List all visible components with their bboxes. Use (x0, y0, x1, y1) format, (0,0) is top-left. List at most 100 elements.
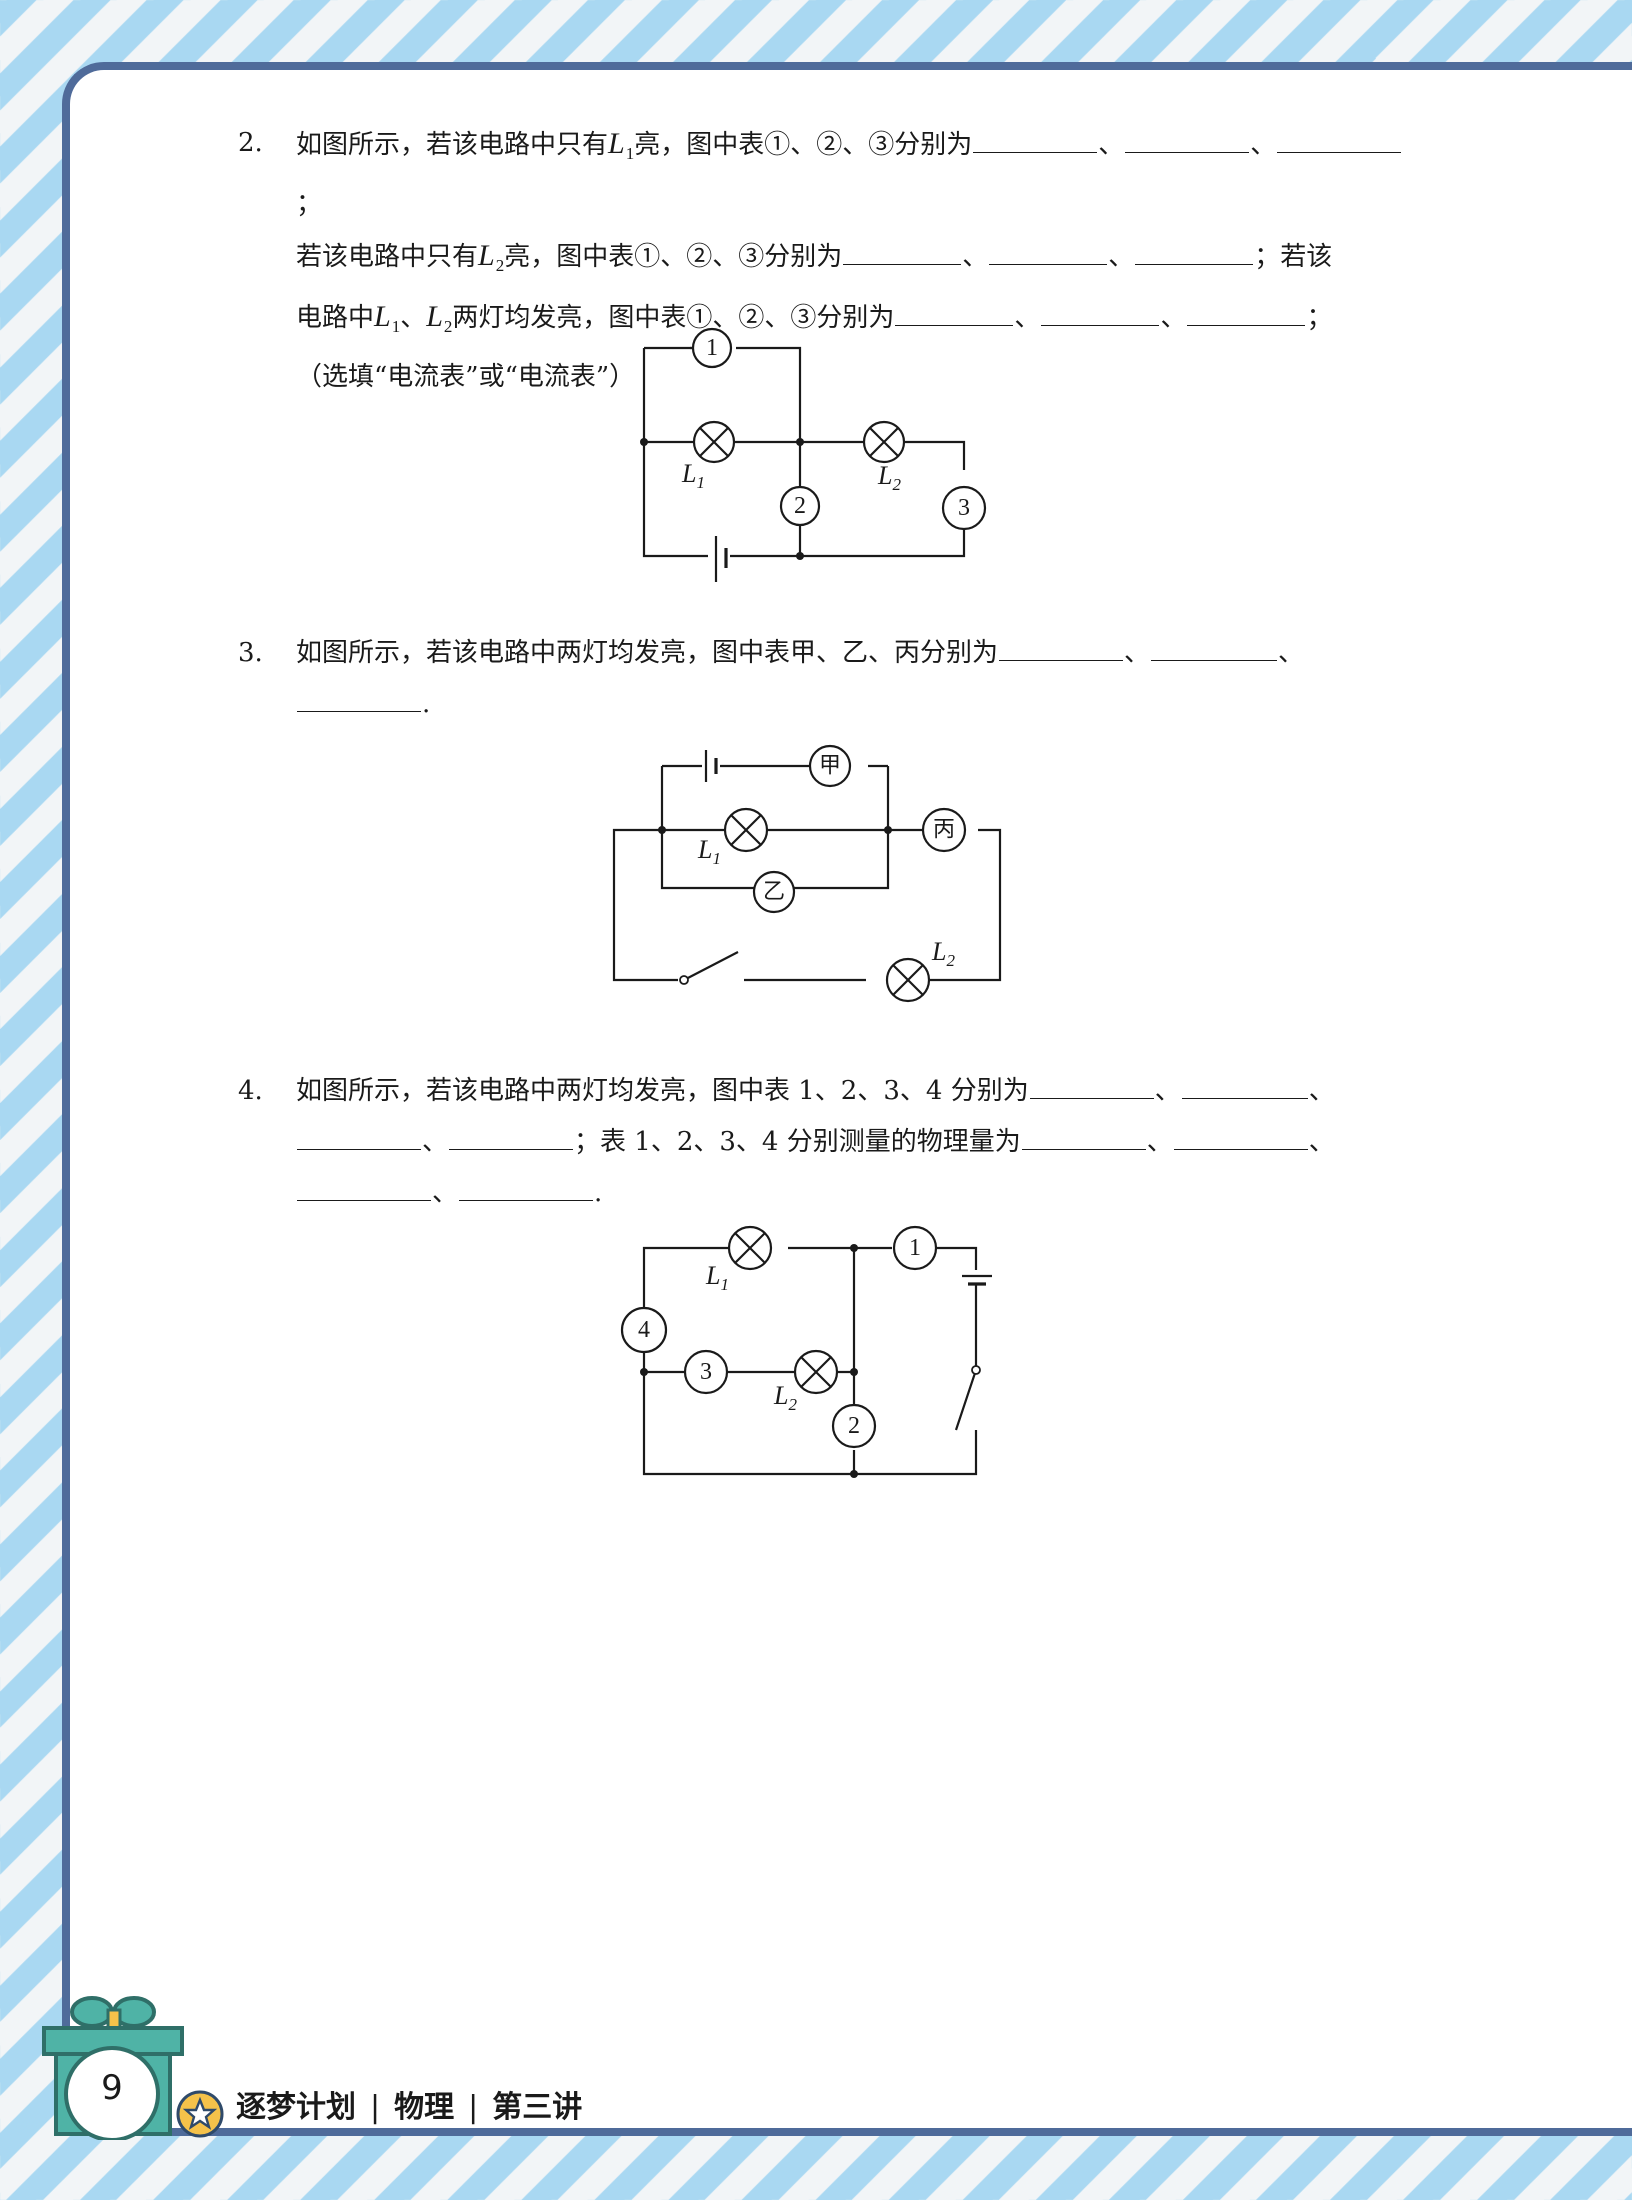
separator: . (422, 689, 431, 719)
question-body: 如图所示，若该电路中只有L1亮，图中表①、②、③分别为、、； 若该电路中只有L2… (296, 118, 1418, 403)
wire (908, 828, 1002, 982)
answer-blank[interactable] (1173, 1119, 1308, 1150)
meter-jia-label: 甲 (819, 754, 841, 779)
question-line: 如图所示，若该电路中两灯均发亮，图中表甲、乙、丙分别为 、 、 (296, 628, 1418, 679)
lamp-l2-cross (869, 427, 899, 457)
lamp-l1-cross (730, 814, 762, 846)
question-number: 4. (238, 1076, 263, 1106)
question-line: . (296, 679, 1418, 730)
meter-2-label: 2 (848, 1413, 860, 1439)
meter-2 (831, 1403, 877, 1449)
separator: 、 (432, 1178, 459, 1208)
junction-node (850, 1368, 858, 1376)
separator: 、 (422, 1127, 449, 1157)
question-4: 4. 如图所示，若该电路中两灯均发亮，图中表 1、2、3、4 分别为、、 、；表… (238, 1066, 1418, 1219)
question-hint: （选填“电流表”或“电流表”） (296, 362, 636, 392)
meter-yi (752, 870, 796, 914)
answer-blank[interactable] (1125, 122, 1250, 153)
junction-node (884, 826, 892, 834)
meter-3 (683, 1349, 729, 1395)
question-text: 如图所示，若该电路中两灯均发亮，图中表 1、2、3、4 分别为 (296, 1076, 1029, 1106)
answer-blank[interactable] (973, 122, 1098, 153)
wire (730, 346, 802, 558)
question-text: 亮，图中表①、②、③分别为 (634, 130, 973, 160)
junction-node (850, 1470, 858, 1478)
lamp-l1-label: L1 (697, 835, 721, 868)
meter-3-label: 3 (700, 1359, 712, 1385)
lamp-l1-cross (699, 427, 729, 457)
question-text: 若该电路中只有 (296, 242, 479, 272)
question-line: （选填“电流表”或“电流表”） (296, 352, 1418, 403)
separator: 、 (1308, 1076, 1335, 1106)
switch-blade[interactable] (954, 1369, 978, 1431)
lamp-symbol: L2 (478, 239, 505, 275)
question-text: 两灯均发亮，图中表①、②、③分别为 (452, 303, 895, 333)
question-number: 3. (238, 638, 263, 668)
answer-blank[interactable] (1135, 234, 1254, 265)
junction-node (850, 1244, 858, 1252)
answer-blank[interactable] (1187, 295, 1306, 326)
question-line: 如图所示，若该电路中只有L1亮，图中表①、②、③分别为、、； (296, 118, 1418, 230)
answer-blank[interactable] (1277, 122, 1402, 153)
meter-jia (808, 744, 852, 788)
page-number: 9 (101, 2068, 123, 2108)
separator: 、 (1124, 638, 1151, 668)
junction-node (658, 826, 666, 834)
answer-blank[interactable] (297, 1119, 421, 1150)
footer-divider: | (468, 2090, 479, 2125)
separator: 、 (1154, 1076, 1181, 1106)
meter-2-label: 2 (794, 493, 806, 519)
separator: ； (1306, 303, 1333, 333)
answer-blank[interactable] (1029, 1068, 1154, 1099)
question-line: 、；表 1、2、3、4 分别测量的物理量为、、 (296, 1117, 1418, 1168)
answer-blank[interactable] (1151, 630, 1278, 661)
question-text: 如图所示，若该电路中两灯均发亮，图中表甲、乙、丙分别为 (296, 638, 999, 668)
footer-divider: | (370, 2090, 381, 2125)
answer-blank[interactable] (895, 295, 1014, 326)
separator: ； (296, 189, 323, 219)
circuit-diagram-1: 1 2 3 L1 L2 (640, 327, 987, 582)
question-line: 电路中L1、L2两灯均发亮，图中表①、②、③分别为、、； (296, 291, 1418, 352)
wire (642, 1350, 688, 1374)
meter-1 (691, 327, 733, 369)
answer-blank[interactable] (459, 1170, 594, 1201)
separator: . (594, 1178, 603, 1208)
answer-blank[interactable] (1041, 295, 1160, 326)
answer-blank[interactable] (989, 234, 1108, 265)
junction-node (796, 552, 804, 560)
switch-pivot (971, 1365, 981, 1375)
meter-4-label: 4 (638, 1317, 650, 1343)
answer-blank[interactable] (297, 681, 421, 712)
answer-blank[interactable] (843, 234, 962, 265)
switch-blade[interactable] (683, 951, 739, 981)
question-text: ；表 1、2、3、4 分别测量的物理量为 (574, 1127, 1021, 1157)
switch-pivot (679, 975, 689, 985)
footer-lesson: 第三讲 (492, 2090, 583, 2125)
separator: 、 (1160, 303, 1187, 333)
answer-blank[interactable] (1181, 1068, 1308, 1099)
meter-bing (921, 807, 967, 853)
answer-blank[interactable] (297, 1170, 431, 1201)
junction-node (796, 438, 804, 446)
separator: 、 (962, 242, 989, 272)
lamp-symbol: L1 (608, 127, 635, 163)
lamp-l2-label: L2 (773, 1381, 797, 1414)
wire (800, 498, 966, 558)
junction-node (640, 438, 648, 446)
question-text: 亮，图中表①、②、③分别为 (504, 242, 843, 272)
answer-blank[interactable] (999, 630, 1124, 661)
separator: 、 (1250, 130, 1277, 160)
separator: 、 (1108, 242, 1135, 272)
lamp-l1-label: L1 (705, 1261, 729, 1294)
answer-blank[interactable] (449, 1119, 574, 1150)
wire (642, 1246, 748, 1310)
star-badge-icon (176, 2090, 224, 2138)
circuit-diagram-2: 甲 乙 丙 L1 L2 (612, 744, 1002, 1003)
question-text: 电路中 (296, 303, 375, 333)
answer-blank[interactable] (1021, 1119, 1146, 1150)
separator: 、 (1278, 638, 1305, 668)
meter-2 (779, 485, 821, 527)
lamp-l1-label: L1 (681, 459, 705, 492)
frame-bottom-bar (62, 2128, 1632, 2136)
lamp-symbol: L2 (426, 300, 453, 336)
